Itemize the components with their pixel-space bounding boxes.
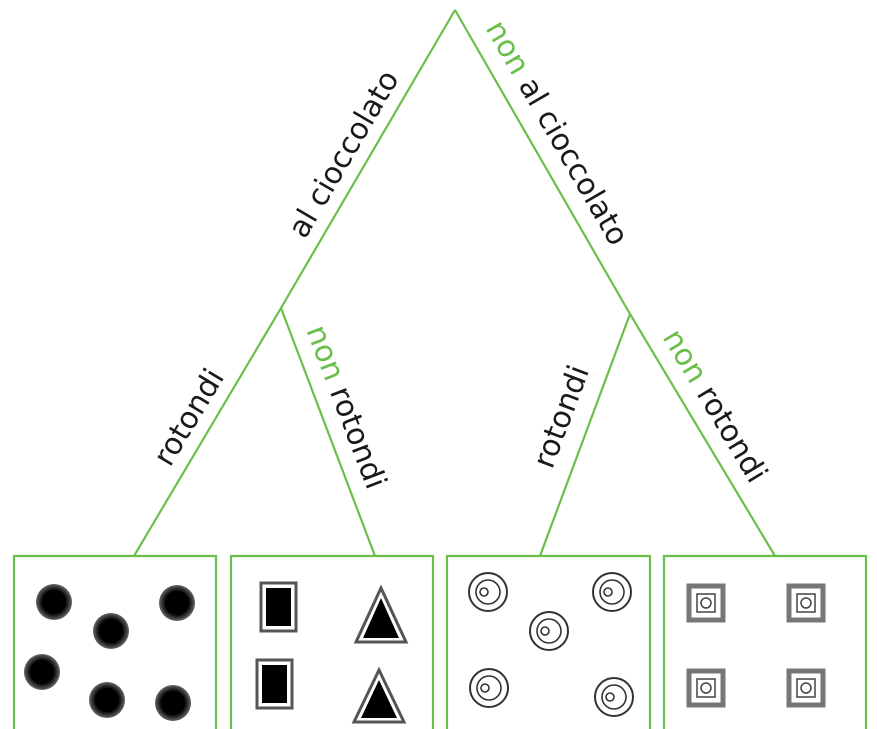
label-al-cioccolato: al cioccolato [282, 64, 407, 244]
light-round-cookie-icon [592, 572, 632, 612]
light-square-cookie-icon [786, 668, 826, 708]
dark-round-cookie-icon [36, 584, 72, 620]
light-square-cookies [686, 583, 826, 708]
label-left-non-rotondi: non rotondi [299, 320, 393, 494]
dark-round-cookie-icon [24, 654, 60, 690]
branch-non-al-cioccolato [454, 9, 631, 315]
tree-lines [133, 9, 776, 557]
light-round-cookie-icon [529, 611, 569, 651]
dark-round-cookie-icon [93, 613, 129, 649]
light-round-cookies [468, 572, 634, 717]
light-square-cookie-icon [786, 583, 826, 623]
dark-round-cookie-icon [155, 685, 191, 721]
label-right-rotondi: rotondi [527, 361, 597, 473]
branch-left-rotondi [133, 307, 282, 557]
branch-right-non-rotondi [629, 313, 776, 557]
branch-left-non-rotondi [279, 307, 377, 557]
branch-right-rotondi [538, 313, 632, 557]
dark-round-cookie-icon [159, 585, 195, 621]
light-round-cookie-icon [469, 668, 509, 708]
dark-rect-cookie-icon [255, 658, 294, 710]
dark-triangle-cookie-icon [353, 584, 409, 644]
dark-round-cookie-icon [89, 682, 125, 718]
dark-round-cookies [24, 584, 195, 721]
light-square-cookie-icon [686, 583, 726, 623]
dark-triangle-cookie-icon [351, 666, 407, 724]
dark-rect-cookie-icon [259, 581, 298, 633]
label-non-al-cioccolato: non al cioccolato [478, 15, 635, 252]
light-square-cookie-icon [686, 668, 726, 708]
light-round-cookie-icon [594, 677, 634, 717]
branch-al-cioccolato [280, 9, 456, 309]
label-right-non-rotondi: non rotondi [655, 323, 774, 489]
light-round-cookie-icon [468, 572, 508, 612]
label-left-rotondi: rotondi [147, 363, 232, 472]
dark-nonround-cookies [255, 581, 409, 724]
